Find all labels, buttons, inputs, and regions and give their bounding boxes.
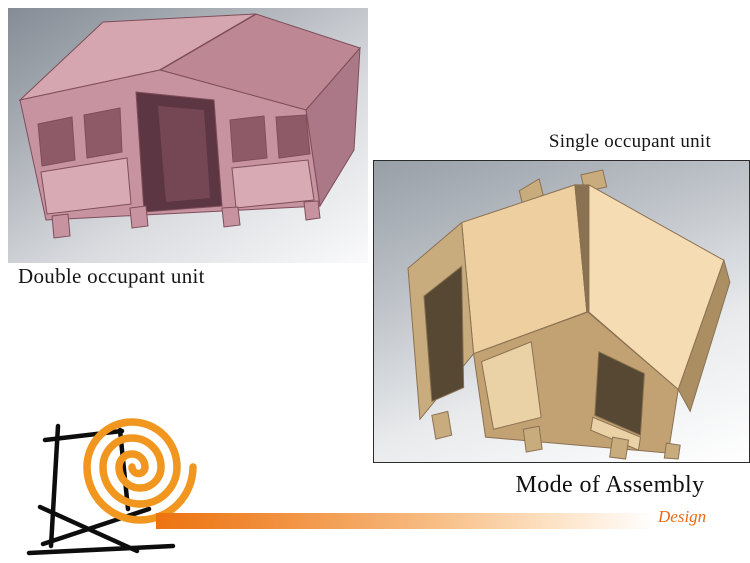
window-opening bbox=[37, 116, 76, 167]
roof-fin bbox=[518, 178, 544, 208]
double-unit-geometry bbox=[18, 13, 361, 239]
company-logo-graphic bbox=[26, 418, 197, 556]
brand-label: Design bbox=[658, 507, 707, 526]
door-flap bbox=[480, 341, 542, 430]
spiral-icon bbox=[83, 418, 197, 524]
lower-panel-left bbox=[40, 157, 132, 215]
foot-tab bbox=[522, 425, 543, 453]
foot-tab bbox=[129, 205, 149, 229]
interior-wall-detail bbox=[158, 106, 210, 202]
roof-seam bbox=[574, 184, 590, 313]
single-unit-label: Single occupant unit bbox=[548, 131, 712, 152]
sketch-stroke bbox=[37, 504, 140, 554]
foot-tab bbox=[303, 200, 321, 221]
double-unit-3d-model bbox=[18, 13, 361, 239]
side-wall-right bbox=[677, 258, 731, 413]
assembly-title: Mode of Assembly bbox=[515, 472, 705, 498]
double-unit-label: Double occupant unit bbox=[18, 264, 205, 288]
window-opening bbox=[594, 350, 645, 436]
foot-tab bbox=[609, 436, 630, 460]
sketch-stroke bbox=[40, 506, 152, 547]
accent-bar bbox=[156, 513, 655, 529]
foot-tab bbox=[51, 213, 71, 239]
window-opening bbox=[83, 107, 123, 159]
double-unit-render bbox=[8, 8, 368, 263]
window-opening bbox=[423, 265, 465, 403]
single-unit-3d-model bbox=[407, 169, 731, 460]
sketch-stroke bbox=[26, 543, 176, 556]
foot-tab bbox=[221, 206, 241, 228]
window-opening bbox=[275, 114, 311, 159]
lower-panel-right bbox=[231, 159, 315, 209]
single-unit-geometry bbox=[407, 169, 731, 460]
roof-ridge-line bbox=[159, 13, 257, 71]
window-opening bbox=[229, 115, 268, 163]
sketch-stroke bbox=[48, 423, 61, 549]
foot-tab bbox=[431, 410, 453, 440]
company-logo bbox=[25, 410, 210, 560]
foot-tab bbox=[663, 442, 681, 460]
single-unit-render bbox=[373, 160, 750, 463]
